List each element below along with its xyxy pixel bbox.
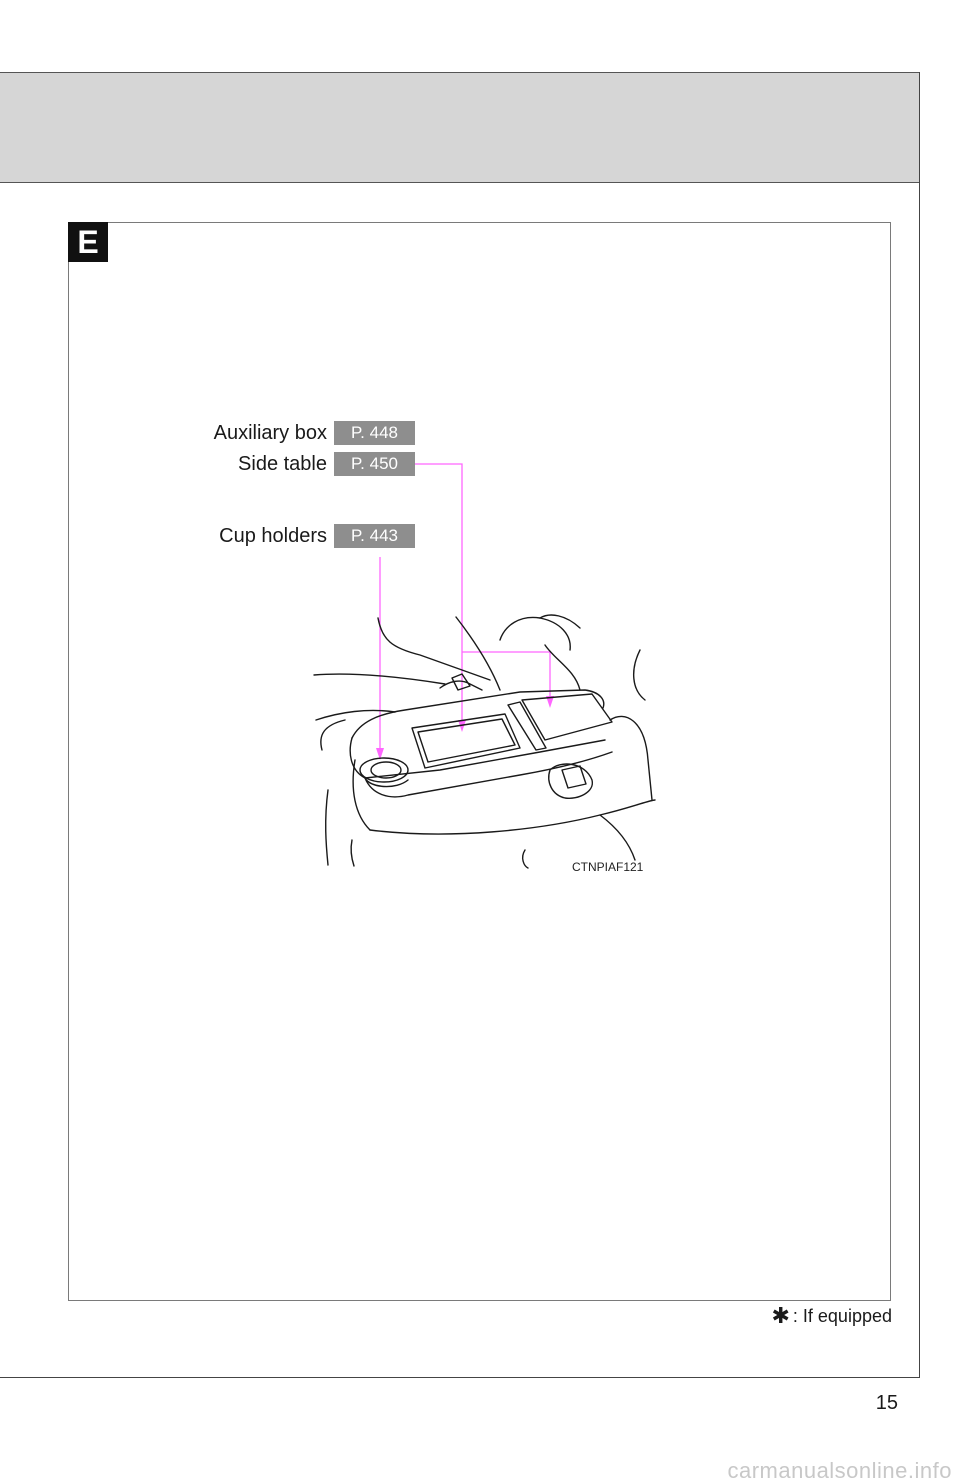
callout-label: Auxiliary box bbox=[213, 421, 327, 444]
page-ref-link[interactable]: P. 448 bbox=[334, 421, 415, 445]
callout-auxiliary-box: Auxiliary box P. 448 bbox=[160, 421, 415, 445]
footnote: ✱ : If equipped bbox=[771, 1303, 892, 1329]
watermark: carmanualsonline.info bbox=[727, 1458, 952, 1483]
page-ref-link[interactable]: P. 450 bbox=[334, 452, 415, 476]
section-frame bbox=[68, 222, 891, 1301]
bottom-rule bbox=[0, 1377, 920, 1378]
callout-side-table: Side table P. 450 bbox=[160, 452, 415, 476]
footnote-text: : If equipped bbox=[792, 1305, 892, 1326]
asterisk-icon: ✱ bbox=[771, 1303, 790, 1328]
callout-label: Side table bbox=[238, 452, 327, 475]
page-number: 15 bbox=[875, 1392, 898, 1414]
header-band bbox=[0, 72, 920, 183]
callout-cup-holders: Cup holders P. 443 bbox=[160, 524, 415, 548]
callout-label: Cup holders bbox=[219, 524, 327, 547]
figure-code: CTNPIAF121 bbox=[572, 860, 644, 874]
right-margin-rule bbox=[919, 72, 920, 1377]
page-ref-link[interactable]: P. 443 bbox=[334, 524, 415, 548]
section-tab: E bbox=[68, 222, 108, 262]
